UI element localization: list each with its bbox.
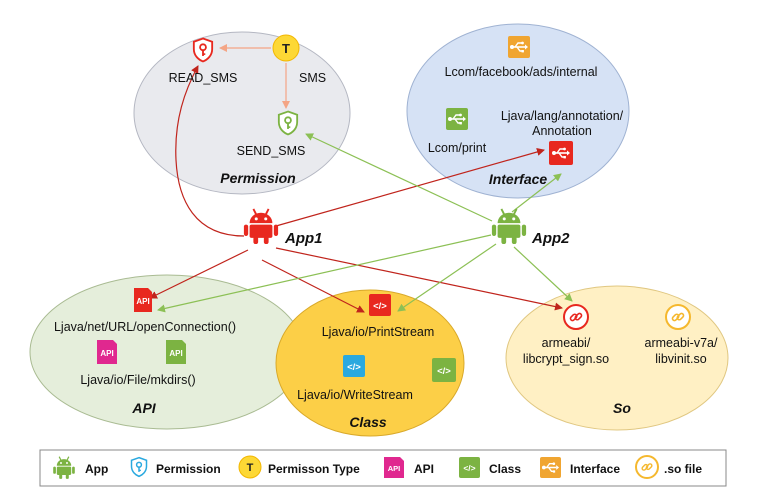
svg-text:API: API [169, 349, 182, 358]
app2-node: App2 [490, 207, 570, 247]
type-t-icon [272, 34, 300, 62]
shield-key-icon [130, 456, 148, 478]
edge-app1-annotation [275, 148, 545, 227]
legend: App Permission T Permisson Type API API … [39, 449, 727, 487]
class-code-icon [369, 294, 391, 316]
so-v7a-node: armeabi-v7a/ libvinit.so [645, 304, 718, 366]
class-printstream-node: </> Ljava/io/PrintStream [322, 294, 435, 339]
class-code-icon [343, 355, 365, 377]
svg-text:Class: Class [489, 462, 521, 476]
legend-item-interface: Interface [540, 457, 620, 478]
perm-type-node: T SMS [272, 34, 326, 85]
edge-app1-read-sms [175, 65, 245, 237]
svg-text:API: API [414, 462, 434, 476]
read-sms-label: READ_SMS [169, 71, 238, 85]
iface-annotation-label-2: Annotation [532, 124, 592, 138]
svg-text:</>: </> [347, 362, 361, 373]
so-v7a-label-1: armeabi-v7a/ [645, 336, 718, 350]
iface-print-label: Lcom/print [428, 141, 487, 155]
type-t-icon [238, 455, 262, 479]
send-sms-node: SEND_SMS [237, 110, 306, 158]
api-group-title: API [131, 400, 156, 416]
class-writestream-label: Ljava/io/WriteStream [297, 388, 413, 402]
class-writestream-node: </> </> Ljava/io/WriteStream [297, 355, 456, 402]
api-icon [97, 340, 117, 364]
iface-annotation-label-1: Ljava/lang/annotation/ [501, 109, 624, 123]
legend-item-permission: Permission [130, 456, 221, 478]
shield-key-icon [277, 110, 299, 136]
edge-app2-send-sms [305, 133, 493, 222]
svg-text:.so file: .so file [664, 462, 702, 476]
svg-text:API: API [136, 297, 149, 306]
sms-label: SMS [299, 71, 326, 85]
svg-text:API: API [100, 349, 113, 358]
iface-facebook-label: Lcom/facebook/ads/internal [445, 65, 598, 79]
permission-group-title: Permission [220, 170, 295, 186]
class-group [275, 289, 465, 437]
send-sms-label: SEND_SMS [237, 144, 306, 158]
shield-key-icon [192, 37, 214, 63]
svg-text:Interface: Interface [570, 462, 620, 476]
android-icon [242, 207, 280, 246]
edge-app2-printstream [397, 243, 497, 312]
edge-app2-armeabi [513, 246, 573, 302]
permission-group [133, 31, 351, 195]
svg-text:T: T [282, 41, 290, 56]
class-code-icon [432, 358, 456, 382]
svg-text:API: API [388, 464, 401, 473]
iface-annotation-node: Ljava/lang/annotation/ Annotation [501, 109, 624, 165]
legend-item-class: </> Class [459, 457, 521, 478]
edge-app1-printstream [261, 259, 365, 313]
api-openconnection-node: API Ljava/net/URL/openConnection() [54, 288, 236, 334]
app2-label: App2 [531, 230, 570, 247]
api-openconnection-label: Ljava/net/URL/openConnection() [54, 320, 236, 334]
svg-text:</>: </> [373, 301, 387, 312]
api-icon [384, 457, 404, 478]
legend-item-perm-type: T Permisson Type [238, 455, 360, 479]
svg-text:Permisson Type: Permisson Type [268, 462, 360, 476]
edges [149, 44, 573, 313]
edge-app2-interface [511, 173, 562, 213]
edge-app2-openconnection [157, 234, 492, 313]
svg-text:</>: </> [463, 463, 475, 473]
api-mkdirs-label: Ljava/io/File/mkdirs() [80, 373, 195, 387]
so-armeabi-node: armeabi/ libcrypt_sign.so [523, 304, 609, 366]
api-icon [166, 340, 186, 364]
class-code-icon [459, 457, 480, 478]
so-armeabi-label-1: armeabi/ [542, 336, 591, 350]
so-armeabi-label-2: libcrypt_sign.so [523, 352, 609, 366]
svg-text:</>: </> [437, 366, 451, 377]
edge-app1-armeabi [275, 247, 563, 311]
api-icon [134, 288, 152, 312]
android-icon [490, 207, 528, 246]
api-mkdirs-node: API API Ljava/io/File/mkdirs() [80, 340, 196, 387]
svg-text:T: T [247, 462, 254, 474]
so-group-title: So [613, 400, 631, 416]
legend-item-so: .so file [635, 455, 702, 479]
legend-item-api: API API [384, 457, 434, 478]
class-printstream-label: Ljava/io/PrintStream [322, 325, 435, 339]
interface-group [406, 23, 630, 199]
svg-text:Permission: Permission [156, 462, 221, 476]
iface-facebook-node: Lcom/facebook/ads/internal [445, 36, 598, 79]
read-sms-node: READ_SMS [169, 37, 238, 85]
so-v7a-label-2: libvinit.so [655, 352, 706, 366]
edge-app1-openconnection [149, 249, 249, 299]
legend-item-app: App [52, 456, 108, 480]
legend-box [39, 449, 727, 487]
app1-label: App1 [284, 230, 323, 247]
interface-group-title: Interface [489, 171, 548, 187]
class-group-title: Class [349, 414, 387, 430]
app1-node: App1 [242, 207, 323, 247]
iface-print-node: Lcom/print [428, 108, 487, 155]
svg-text:App: App [85, 462, 108, 476]
